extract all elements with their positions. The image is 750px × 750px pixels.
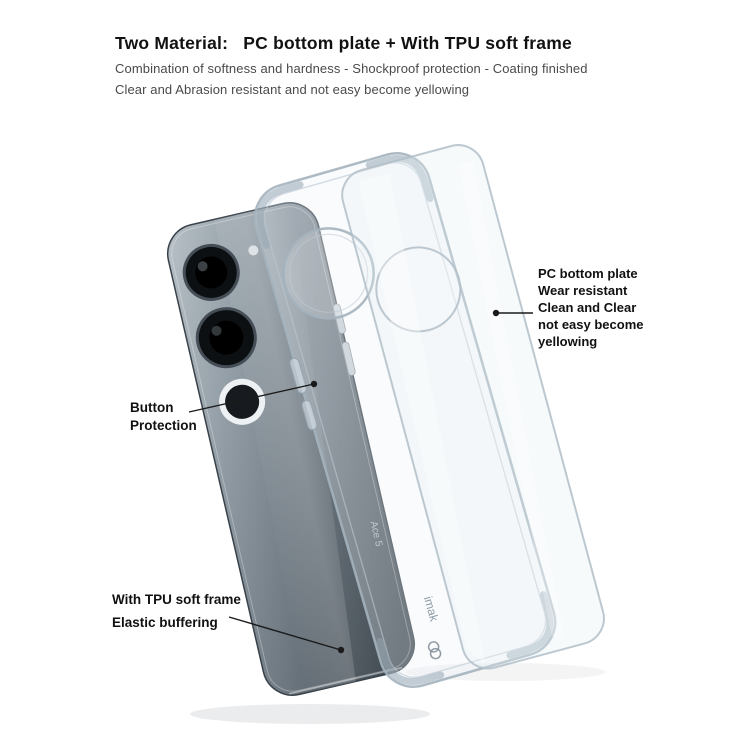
tpu-case-outline — [253, 152, 557, 688]
pc-plate-reflection-2 — [458, 160, 565, 639]
camera-lens-bottom-inner — [209, 320, 244, 355]
tpu-camera-cutout — [282, 227, 375, 320]
camera-ring — [219, 378, 266, 425]
page-title: Two Material: PC bottom plate + With TPU… — [115, 33, 572, 53]
phone-bottom-edge — [288, 666, 403, 695]
annotation-button-protection: Button Protection — [130, 399, 197, 434]
camera-lens-top-inner — [195, 256, 228, 289]
camera-lens-top-glint — [197, 261, 208, 272]
tpu-button-cover-1 — [289, 357, 307, 394]
leader-line-button — [188, 383, 315, 413]
leader-dot-button — [310, 380, 318, 388]
pc-plate-outline — [341, 144, 605, 670]
subtitle-line-1: Combination of softness and hardness - S… — [115, 61, 588, 76]
pc-plate-reflection-1 — [358, 173, 486, 663]
annotation-line: Elastic buffering — [112, 615, 218, 630]
tpu-button-cover-2 — [301, 399, 318, 431]
annotation-pc-bottom-plate: PC bottom plate Wear resistant Clean and… — [538, 265, 644, 350]
camera-lens-bottom-glint — [211, 325, 222, 336]
tpu-corner-bumper-tr — [365, 155, 434, 203]
tpu-case-inner-lip — [263, 162, 547, 678]
phone-power-button — [341, 341, 356, 376]
annotation-tpu-soft-frame: With TPU soft frame Elastic buffering — [112, 588, 241, 634]
pc-bottom-plate-part — [341, 144, 605, 670]
tpu-corner-bumper-bl — [376, 637, 445, 685]
annotation-line: With TPU soft frame — [112, 592, 241, 607]
annotation-line: PC bottom plate — [538, 266, 638, 281]
phone: Ace 5 — [166, 201, 416, 696]
tpu-camera-cutout-lip — [288, 233, 369, 314]
leader-lines — [188, 309, 533, 654]
flash-led — [248, 245, 259, 256]
annotation-line: Button — [130, 400, 174, 415]
tpu-soft-frame-case: imak — [253, 152, 557, 688]
annotation-line: not easy become — [538, 317, 644, 332]
leader-line-tpu — [228, 616, 342, 651]
leader-dot-pc-plate — [492, 309, 500, 317]
case-brand-text: imak — [421, 595, 442, 624]
case-brand-logo-icon — [427, 641, 442, 660]
annotation-line: Wear resistant — [538, 283, 628, 298]
annotation-line: yellowing — [538, 334, 598, 349]
annotation-line: Protection — [130, 417, 197, 433]
subtitle-line-2: Clear and Abrasion resistant and not eas… — [115, 82, 470, 97]
annotation-line: Clean and Clear — [538, 300, 637, 315]
leader-dot-tpu — [337, 646, 345, 654]
tpu-corner-bumper-br — [506, 591, 554, 659]
pc-plate-camera-hole — [375, 246, 462, 333]
phone-shadow — [190, 704, 430, 724]
tpu-corner-bumper-tl — [256, 181, 304, 249]
